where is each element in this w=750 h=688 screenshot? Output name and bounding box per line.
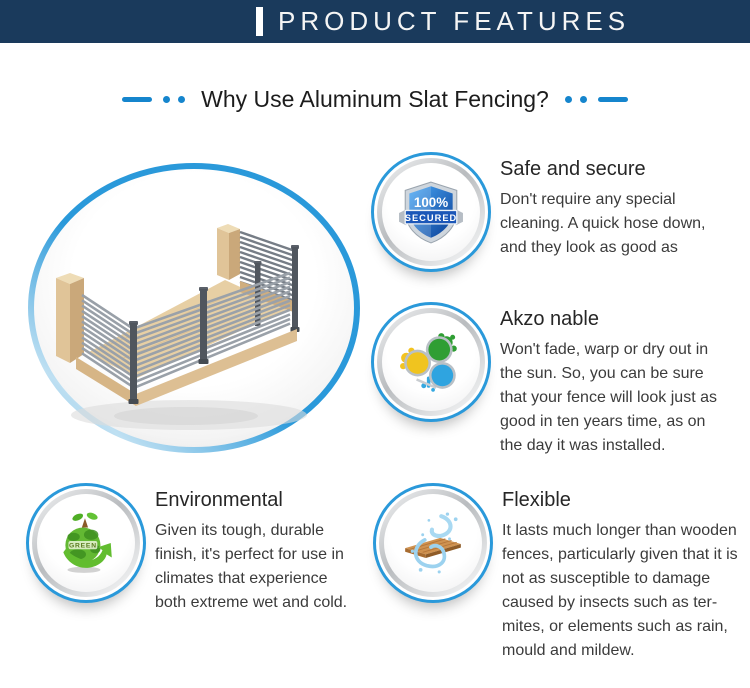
- fence-3d-group: [56, 224, 307, 430]
- heading-dot-icon: [163, 96, 171, 103]
- green-globe-arrow-icon: GREEN: [26, 483, 146, 603]
- feature-block-akzo-nable: Akzo nable Won't fade, warp or dry out i…: [371, 302, 717, 458]
- feature-body: Won't fade, warp or dry out in the sun. …: [500, 341, 717, 454]
- feature-body: Given its tough, durable finish, it's pe…: [155, 522, 348, 611]
- header-accent-bar: [256, 7, 263, 36]
- shield-secured-label: SECURED: [405, 213, 458, 223]
- feature-title: Flexible: [502, 489, 571, 511]
- feature-title: Safe and secure: [500, 158, 646, 180]
- feature-title: Environmental: [155, 489, 283, 511]
- feature-body: Don't require any special cleaning. A qu…: [500, 191, 706, 256]
- feature-body: It lasts much longer than wooden fences,…: [502, 522, 738, 659]
- shield-100-secured-icon: 100% SECURED: [371, 152, 491, 272]
- paint-pots-icon: [371, 302, 491, 422]
- heading-dash-right-icon: [597, 97, 628, 102]
- feature-title: Akzo nable: [500, 308, 599, 330]
- heading-dot-icon: [579, 96, 587, 103]
- heading-dot-icon: [564, 96, 572, 103]
- page-title: PRODUCT FEATURES: [278, 6, 631, 36]
- globe-green-label: GREEN: [69, 543, 97, 550]
- feature-block-environmental: GREEN Environmental Given its tough, dur…: [26, 483, 347, 615]
- product-image: [22, 160, 366, 458]
- section-heading: Why Use Aluminum Slat Fencing?: [0, 86, 750, 113]
- fence-illustration: [28, 163, 360, 453]
- water-splash-plank-icon: [373, 483, 493, 603]
- shield-percent-label: 100%: [414, 195, 448, 210]
- heading-dot-icon: [178, 96, 186, 103]
- feature-block-flexible: Flexible It lasts much longer than woode…: [373, 483, 738, 663]
- heading-text: Why Use Aluminum Slat Fencing?: [201, 86, 549, 112]
- heading-dash-left-icon: [122, 97, 153, 102]
- feature-block-safe-and-secure: 100% SECURED Safe and secure Don't requi…: [371, 152, 705, 272]
- header-bar: PRODUCT FEATURES: [0, 0, 750, 43]
